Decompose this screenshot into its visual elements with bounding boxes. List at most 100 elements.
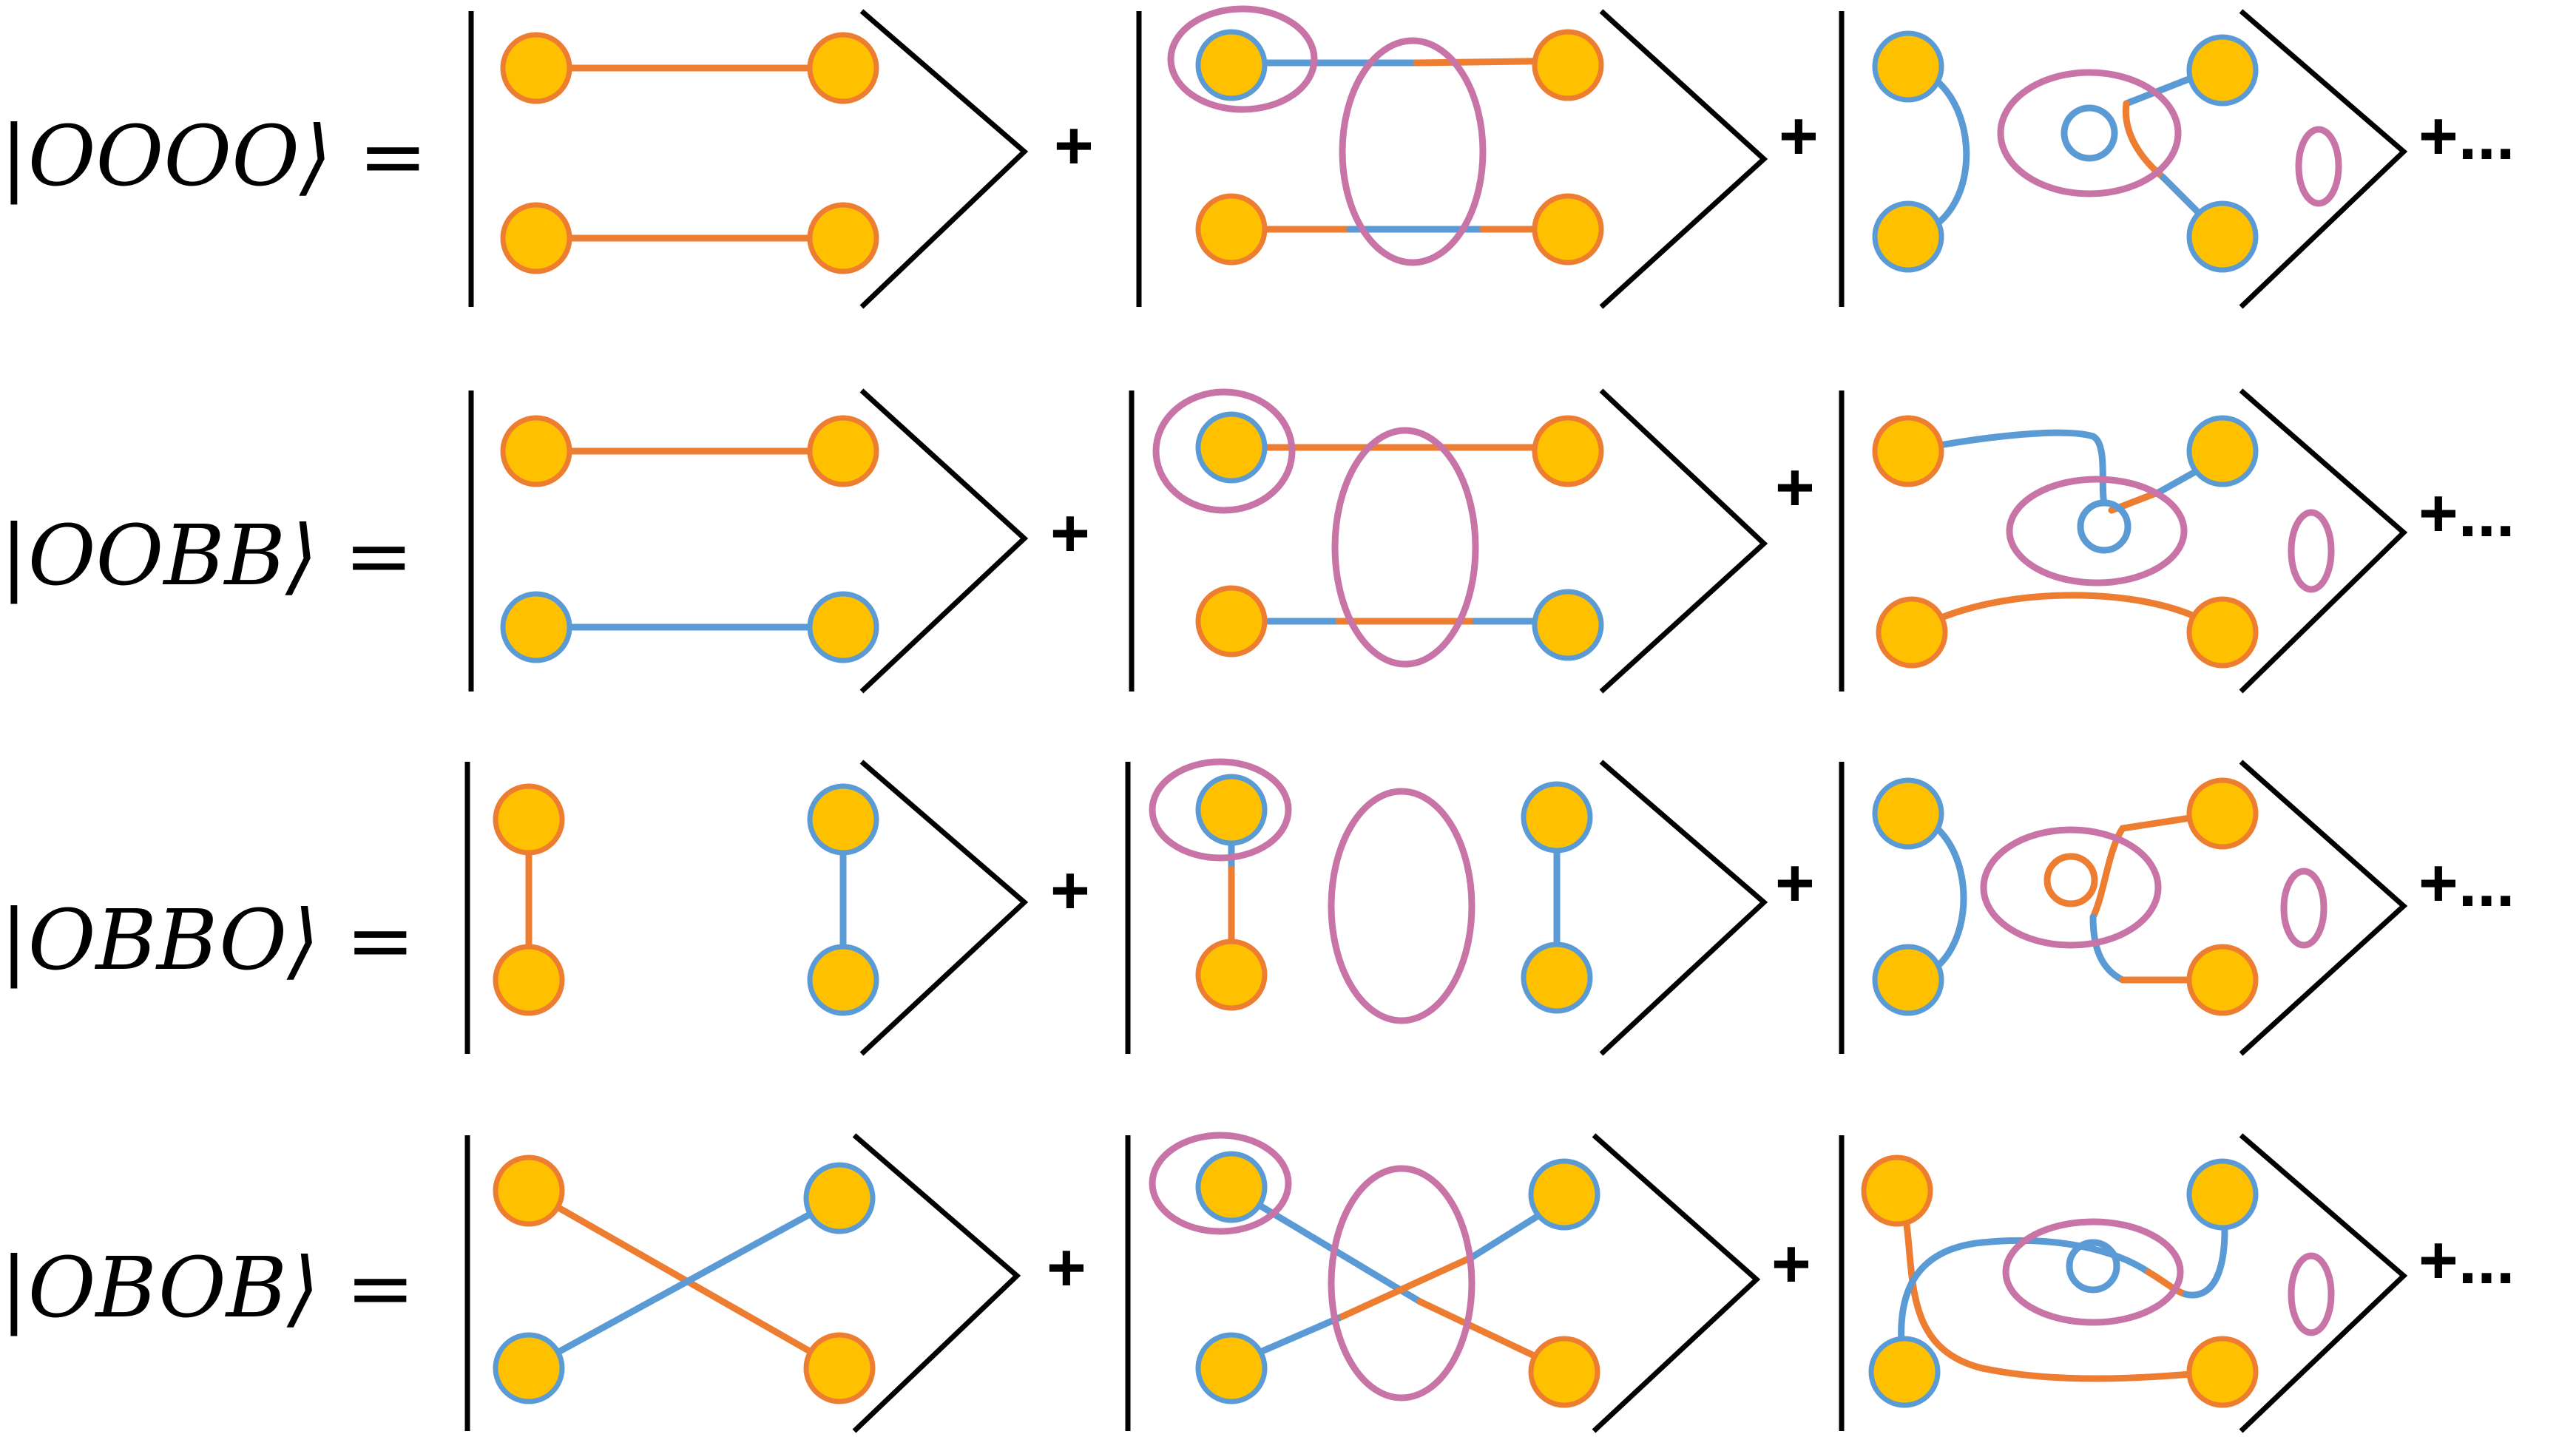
plus-sign: + bbox=[1050, 496, 1090, 571]
orange-link bbox=[2122, 100, 2167, 181]
pink-loop bbox=[2288, 509, 2335, 593]
orange-node bbox=[1872, 415, 1944, 487]
blue-ring bbox=[2061, 104, 2118, 162]
orange-link bbox=[1897, 1191, 2222, 1382]
orange-node bbox=[807, 415, 879, 487]
orange-node bbox=[493, 1154, 565, 1227]
orange-node bbox=[1195, 939, 1268, 1011]
orange-node bbox=[1532, 29, 1604, 101]
blue-link bbox=[2089, 913, 2126, 984]
orange-node bbox=[2186, 944, 2259, 1016]
pink-loop bbox=[2295, 126, 2342, 207]
pink-loop bbox=[1997, 69, 2182, 197]
blue-node bbox=[1872, 944, 1944, 1016]
orange-node bbox=[493, 783, 565, 856]
blue-node bbox=[2186, 34, 2259, 106]
orange-link bbox=[1339, 1254, 1475, 1320]
ket-right-angle bbox=[1599, 388, 1768, 694]
orange-node bbox=[493, 944, 565, 1016]
blue-node bbox=[1521, 941, 1593, 1014]
pink-loop bbox=[1149, 758, 1292, 862]
blue-node bbox=[493, 1332, 565, 1404]
blue-node bbox=[500, 591, 572, 663]
orange-link bbox=[1908, 592, 2215, 636]
ket-right-angle bbox=[2239, 760, 2408, 1056]
row-obob-term-3 bbox=[1839, 1133, 2408, 1433]
pink-loop bbox=[2002, 1218, 2184, 1326]
plus-sign: + bbox=[1775, 845, 1815, 921]
blue-node bbox=[1872, 777, 1944, 850]
row-obob-term-2 bbox=[1125, 1132, 1761, 1433]
ket-right-angle bbox=[852, 1133, 1021, 1433]
blue-node bbox=[807, 591, 879, 663]
ket-right-angle bbox=[1599, 760, 1768, 1056]
row-oooo-term-3 bbox=[1839, 9, 2408, 309]
row-obbo: |OBBO⟩ = + + bbox=[0, 758, 2515, 1056]
ket-right-angle bbox=[2239, 9, 2408, 309]
blue-node bbox=[1868, 1336, 1941, 1408]
ket-right-angle bbox=[1592, 1133, 1761, 1433]
row-obob-term-1 bbox=[464, 1133, 1021, 1433]
blue-ring bbox=[2077, 499, 2132, 554]
orange-node bbox=[803, 1332, 876, 1404]
row-obbo-term-1 bbox=[464, 760, 1029, 1056]
blue-node bbox=[1521, 781, 1593, 853]
pink-loop bbox=[1328, 788, 1475, 1024]
blue-link bbox=[1898, 1237, 2152, 1376]
orange-node bbox=[500, 32, 572, 104]
blue-node bbox=[807, 783, 879, 856]
orange-node bbox=[1532, 415, 1604, 487]
orange-node bbox=[1195, 585, 1268, 657]
blue-ring bbox=[2066, 1239, 2120, 1294]
orange-node bbox=[1532, 193, 1604, 266]
orange-node bbox=[807, 32, 879, 104]
row-oooo-label: |OOOO⟩ = bbox=[0, 109, 427, 205]
pink-loop bbox=[1328, 1165, 1475, 1402]
blue-link bbox=[525, 1194, 843, 1372]
blue-node bbox=[1872, 30, 1944, 103]
row-oobb-label: |OOBB⟩ = bbox=[0, 508, 413, 604]
orange-node bbox=[1528, 1336, 1600, 1408]
plus-more: +... bbox=[2418, 845, 2515, 921]
blue-node bbox=[807, 944, 879, 1016]
blue-node bbox=[803, 1162, 876, 1234]
pink-loop bbox=[2288, 1252, 2335, 1336]
blue-node bbox=[1195, 1151, 1268, 1223]
blue-node bbox=[1195, 1332, 1268, 1404]
ket-right-angle bbox=[859, 9, 1029, 309]
row-obbo-term-3 bbox=[1839, 760, 2408, 1056]
plus-sign: + bbox=[1050, 853, 1090, 928]
blue-node bbox=[2186, 415, 2259, 487]
plus-sign: + bbox=[1047, 1230, 1086, 1305]
orange-node bbox=[1861, 1154, 1933, 1227]
orange-node bbox=[2186, 596, 2259, 669]
blue-link bbox=[1231, 1187, 1424, 1305]
blue-node bbox=[1528, 1158, 1600, 1231]
row-oobb-term-3 bbox=[1839, 388, 2408, 694]
row-oobb-term-2 bbox=[1129, 388, 1768, 694]
orange-link bbox=[2089, 810, 2222, 921]
row-oobb: |OOBB⟩ = + + bbox=[0, 388, 2515, 694]
plus-sign: + bbox=[1771, 1226, 1811, 1302]
pink-loop bbox=[2006, 476, 2188, 586]
row-obob-label: |OBOB⟩ = bbox=[0, 1240, 415, 1336]
blue-node bbox=[2186, 200, 2259, 273]
row-oooo: |OOOO⟩ = + + bbox=[0, 5, 2515, 309]
orange-ring bbox=[2043, 853, 2098, 907]
pink-loop bbox=[1339, 37, 1487, 266]
pink-loop bbox=[1167, 5, 1318, 113]
orange-node bbox=[500, 202, 572, 274]
blue-node bbox=[1532, 589, 1604, 661]
plus-sign: + bbox=[1775, 450, 1815, 525]
ket-right-angle bbox=[2239, 1133, 2408, 1433]
blue-node bbox=[1195, 29, 1268, 101]
orange-node bbox=[2186, 777, 2259, 850]
plus-more: +... bbox=[2418, 1223, 2515, 1298]
orange-node bbox=[1195, 193, 1268, 266]
row-oobb-term-1 bbox=[468, 388, 1029, 694]
ket-right-angle bbox=[1599, 9, 1768, 309]
plus-sign: + bbox=[1779, 98, 1819, 174]
ket-right-angle bbox=[859, 760, 1029, 1056]
row-obbo-term-2 bbox=[1125, 758, 1768, 1056]
